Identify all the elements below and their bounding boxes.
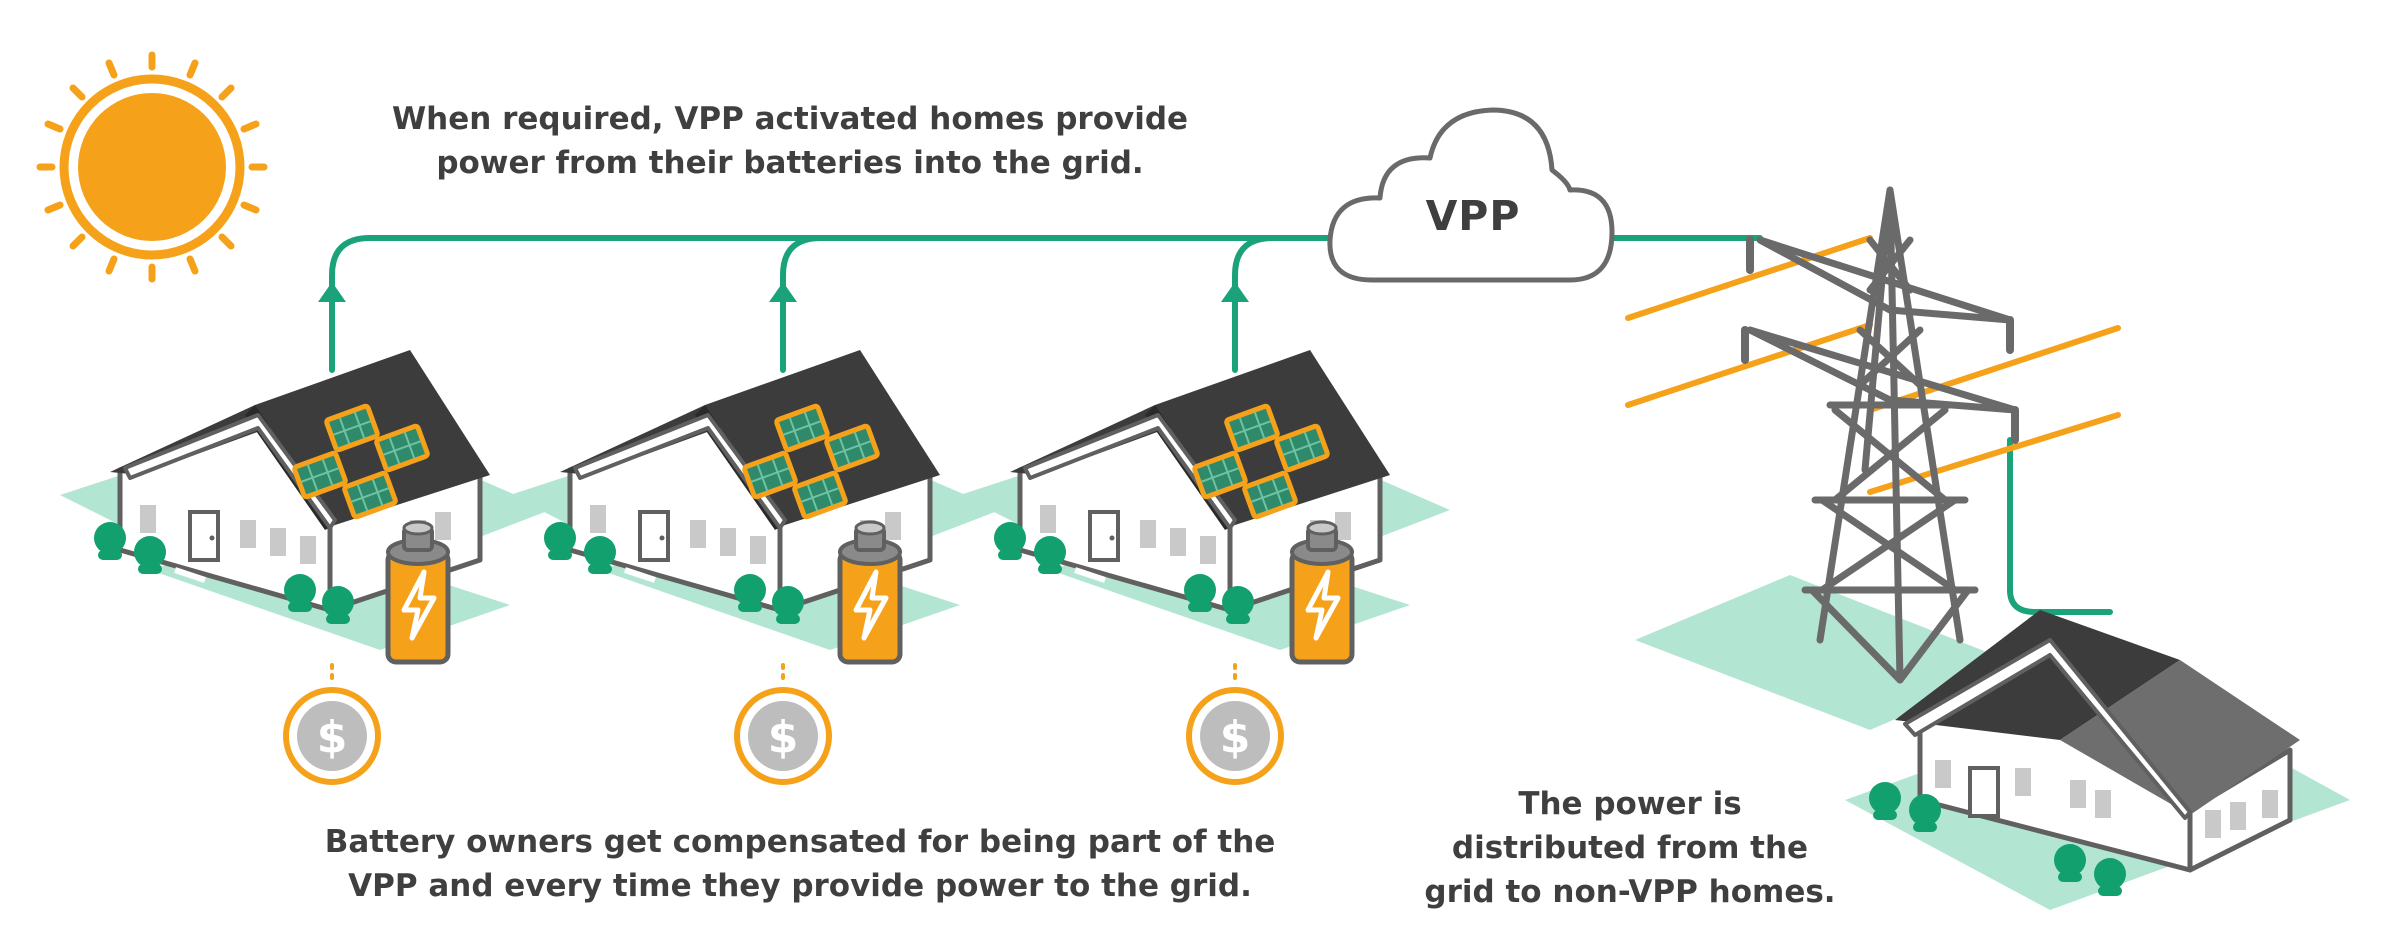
caption-bottom-line-2: VPP and every time they provide power to… xyxy=(348,868,1252,904)
dollar-coin-icon xyxy=(286,690,378,782)
caption-right-line-3: grid to non-VPP homes. xyxy=(1424,874,1836,910)
caption-bottom-line-1: Battery owners get compensated for being… xyxy=(324,824,1276,860)
non-vpp-home xyxy=(1845,610,2350,910)
cloud-icon xyxy=(1327,107,1615,283)
caption-right: The power is distributed from the grid t… xyxy=(1420,782,1840,914)
caption-top: When required, VPP activated homes provi… xyxy=(330,97,1250,185)
vpp-home-2 xyxy=(510,350,1000,650)
vpp-home-1 xyxy=(60,350,550,650)
battery-bolt-icon xyxy=(1292,522,1352,662)
battery-bolt-icon xyxy=(840,522,900,662)
vpp-home-3 xyxy=(960,350,1450,650)
caption-top-line-2: power from their batteries into the grid… xyxy=(436,145,1144,181)
upload-arrow-icons xyxy=(318,282,1249,302)
transmission-tower-icon xyxy=(1625,186,2121,730)
caption-bottom: Battery owners get compensated for being… xyxy=(290,820,1310,908)
caption-right-line-1: The power is xyxy=(1518,786,1742,822)
caption-top-line-1: When required, VPP activated homes provi… xyxy=(391,101,1189,137)
dollar-coin-icon xyxy=(737,690,829,782)
battery-bolt-icon xyxy=(388,522,448,662)
vpp-connection-lines xyxy=(329,235,2113,615)
caption-right-line-2: distributed from the xyxy=(1451,830,1809,866)
dollar-coin-icon xyxy=(1189,690,1281,782)
vpp-cloud-label: VPP xyxy=(1425,192,1521,240)
sun-icon xyxy=(36,51,268,283)
